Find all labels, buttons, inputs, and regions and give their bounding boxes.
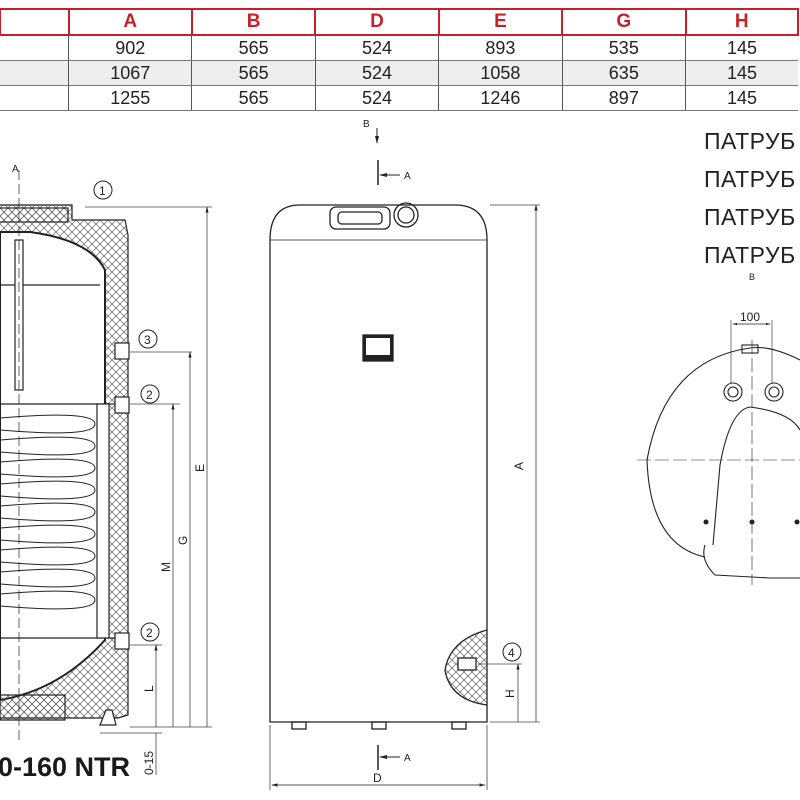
section-a-bottom: A [404,753,411,764]
table-cell: 145 [685,35,798,61]
table-row: 902 565 524 893 535 145 [0,35,798,61]
table-cell: 145 [685,85,798,111]
table-cell: 535 [561,35,686,61]
callout-3: 3 [144,333,151,347]
dimension-lines-front [269,204,540,790]
table-cell: 524 [314,85,439,111]
dimension-lines-left [85,206,212,775]
view-b-label-right: B [749,272,755,282]
callouts-left [93,180,160,642]
dim-M: M [159,562,173,572]
table-cell: 902 [68,35,192,61]
table-cell: 897 [561,85,686,111]
table-cell: 145 [685,60,798,86]
table-cell: 1255 [68,85,192,111]
callout-4: 4 [508,646,515,660]
table-cell: 1067 [68,60,192,86]
callout-1: 1 [99,184,106,198]
section-view [0,170,130,740]
table-cell [0,85,69,111]
front-view [269,160,488,770]
model-label: 0-160 NTR [0,752,131,782]
dim-D: D [373,771,382,785]
heating-coil [0,403,120,639]
dim-spacing: 100 [740,310,760,324]
table-header-row: A B D E G H [0,8,799,36]
table-row: 1255 565 524 1246 897 145 [0,85,798,111]
section-label: A [12,164,19,175]
dim-foot: 0-15 [142,751,156,775]
table-cell: 565 [191,35,316,61]
table-cell: 1058 [438,60,563,86]
dim-A: A [512,462,526,470]
header-cell: D [314,8,440,36]
callout-4-ring [502,642,522,662]
dimensions-table: A B D E G H 902 565 524 893 535 145 1067… [0,8,799,111]
table-cell [0,35,69,61]
top-view [637,320,800,585]
header-cell: A [67,8,193,36]
table-cell: 565 [191,85,316,111]
callout-2-bottom: 2 [146,626,153,640]
header-cell [0,8,70,36]
legend-label-4: ПАТРУБ [704,242,796,268]
table-row: 1067 565 524 1058 635 145 [0,60,798,86]
header-cell: H [684,8,799,36]
legend-label-3: ПАТРУБ [704,204,796,230]
legend-label-2: ПАТРУБ [704,166,796,192]
header-cell: G [561,8,687,36]
section-a-top: A [404,171,411,182]
dim-G: G [176,536,190,545]
dim-H: H [503,689,517,698]
header-cell: B [190,8,317,36]
table-cell [0,60,69,86]
header-cell: E [437,8,564,36]
table-cell: 524 [314,35,439,61]
dim-L: L [142,685,156,692]
table-cell: 565 [191,60,316,86]
dim-E: E [193,464,207,472]
table-cell: 1246 [438,85,563,111]
callout-2-top: 2 [146,388,153,402]
view-b-label: B [363,119,370,130]
front-arrows [375,128,400,759]
table-cell: 524 [314,60,439,86]
legend-label-1: ПАТРУБ [704,128,796,154]
table-cell: 893 [438,35,563,61]
table-cell: 635 [561,60,686,86]
